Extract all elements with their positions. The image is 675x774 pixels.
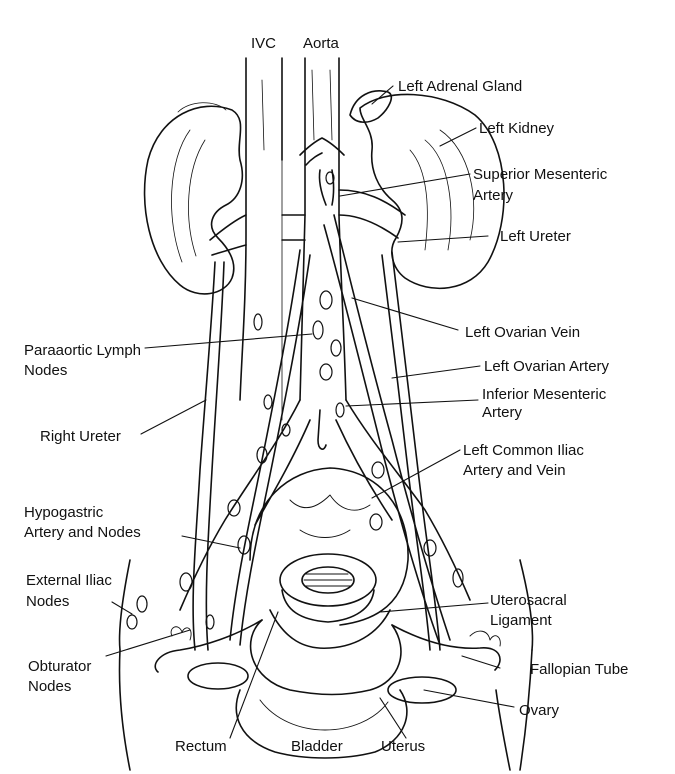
label-hypogastric-2: Artery and Nodes (24, 524, 141, 541)
label-obturator-2: Nodes (28, 678, 72, 695)
label-right-ureter: Right Ureter (40, 428, 121, 445)
label-inferior-mesenteric-artery-2: Artery (482, 404, 523, 421)
label-external-iliac-1: External Iliac (26, 572, 112, 589)
label-aorta: Aorta (303, 35, 339, 52)
label-paraaortic-lymph-nodes-2: Nodes (24, 362, 68, 379)
label-superior-mesenteric-artery-1: Superior Mesenteric (473, 166, 608, 183)
label-left-adrenal-gland: Left Adrenal Gland (398, 78, 523, 95)
ivc-vessel (239, 57, 283, 401)
pelvic-sidewalls (118, 559, 534, 771)
label-paraaortic-lymph-nodes-1: Paraaortic Lymph (24, 342, 141, 359)
leader-lines (105, 85, 515, 739)
label-external-iliac-2: Nodes (26, 593, 70, 610)
uterus-structure (249, 609, 402, 696)
left-adrenal-gland (349, 90, 393, 123)
label-superior-mesenteric-artery-2: Artery (473, 187, 514, 204)
label-fallopian-tube: Fallopian Tube (530, 661, 629, 678)
aorta-vessel (304, 57, 340, 151)
rectum-structure (279, 553, 377, 623)
label-left-ureter: Left Ureter (500, 228, 571, 245)
label-uterus: Uterus (381, 738, 426, 755)
label-left-common-iliac-1: Left Common Iliac (463, 442, 584, 459)
label-left-common-iliac-2: Artery and Vein (463, 462, 566, 479)
label-left-ovarian-artery: Left Ovarian Artery (484, 358, 610, 375)
label-inferior-mesenteric-artery-1: Inferior Mesenteric (482, 386, 607, 403)
label-obturator-1: Obturator (28, 658, 92, 675)
label-hypogastric-1: Hypogastric (24, 504, 104, 521)
great-vessels-lower (281, 149, 347, 421)
renal-vessels (209, 189, 406, 256)
left-kidney (359, 93, 505, 290)
label-ivc: IVC (251, 35, 277, 52)
label-left-ovarian-vein: Left Ovarian Vein (465, 324, 581, 341)
ovarian-vessels (229, 214, 451, 646)
ureters (192, 251, 441, 651)
label-rectum: Rectum (175, 738, 227, 755)
label-left-kidney: Left Kidney (479, 120, 555, 137)
label-bladder: Bladder (291, 738, 343, 755)
superior-mesenteric-artery (299, 137, 345, 206)
adnexa (154, 619, 501, 704)
right-kidney (143, 102, 244, 295)
label-ovary: Ovary (519, 702, 560, 719)
bladder-structure (235, 689, 408, 759)
iliac-vessels (179, 399, 471, 611)
label-uterosacral-1: Uterosacral (490, 592, 567, 609)
lymph-nodes (126, 171, 464, 630)
pelvic-basin (249, 467, 409, 626)
label-uterosacral-2: Ligament (490, 612, 552, 629)
